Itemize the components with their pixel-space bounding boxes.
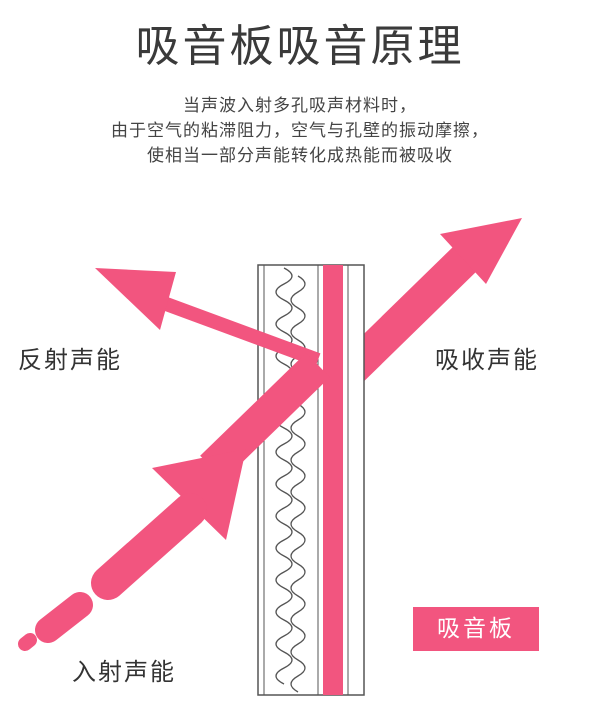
description-line: 由于空气的粘滞阻力，空气与孔壁的振动摩擦， [111, 121, 489, 141]
page-title: 吸音板吸音原理 [135, 21, 465, 72]
panel-icon [257, 264, 365, 696]
description-line: 使相当一部分声能转化成热能而被吸收 [147, 146, 453, 166]
reflected-label: 反射声能 [18, 346, 122, 374]
description: 当声波入射多孔吸声材料时， 由于空气的粘滞阻力，空气与孔壁的振动摩擦， 使相当一… [0, 94, 600, 169]
porous-fill-icon [275, 267, 293, 685]
porous-fill-icon [290, 275, 306, 693]
absorbed-label: 吸收声能 [435, 346, 539, 374]
description-line: 当声波入射多孔吸声材料时， [183, 96, 417, 116]
incident-arrow-icon [18, 352, 330, 651]
incident-label: 入射声能 [72, 658, 176, 686]
panel-badge: 吸音板 [413, 607, 539, 651]
reflected-arrow-icon [95, 268, 321, 367]
